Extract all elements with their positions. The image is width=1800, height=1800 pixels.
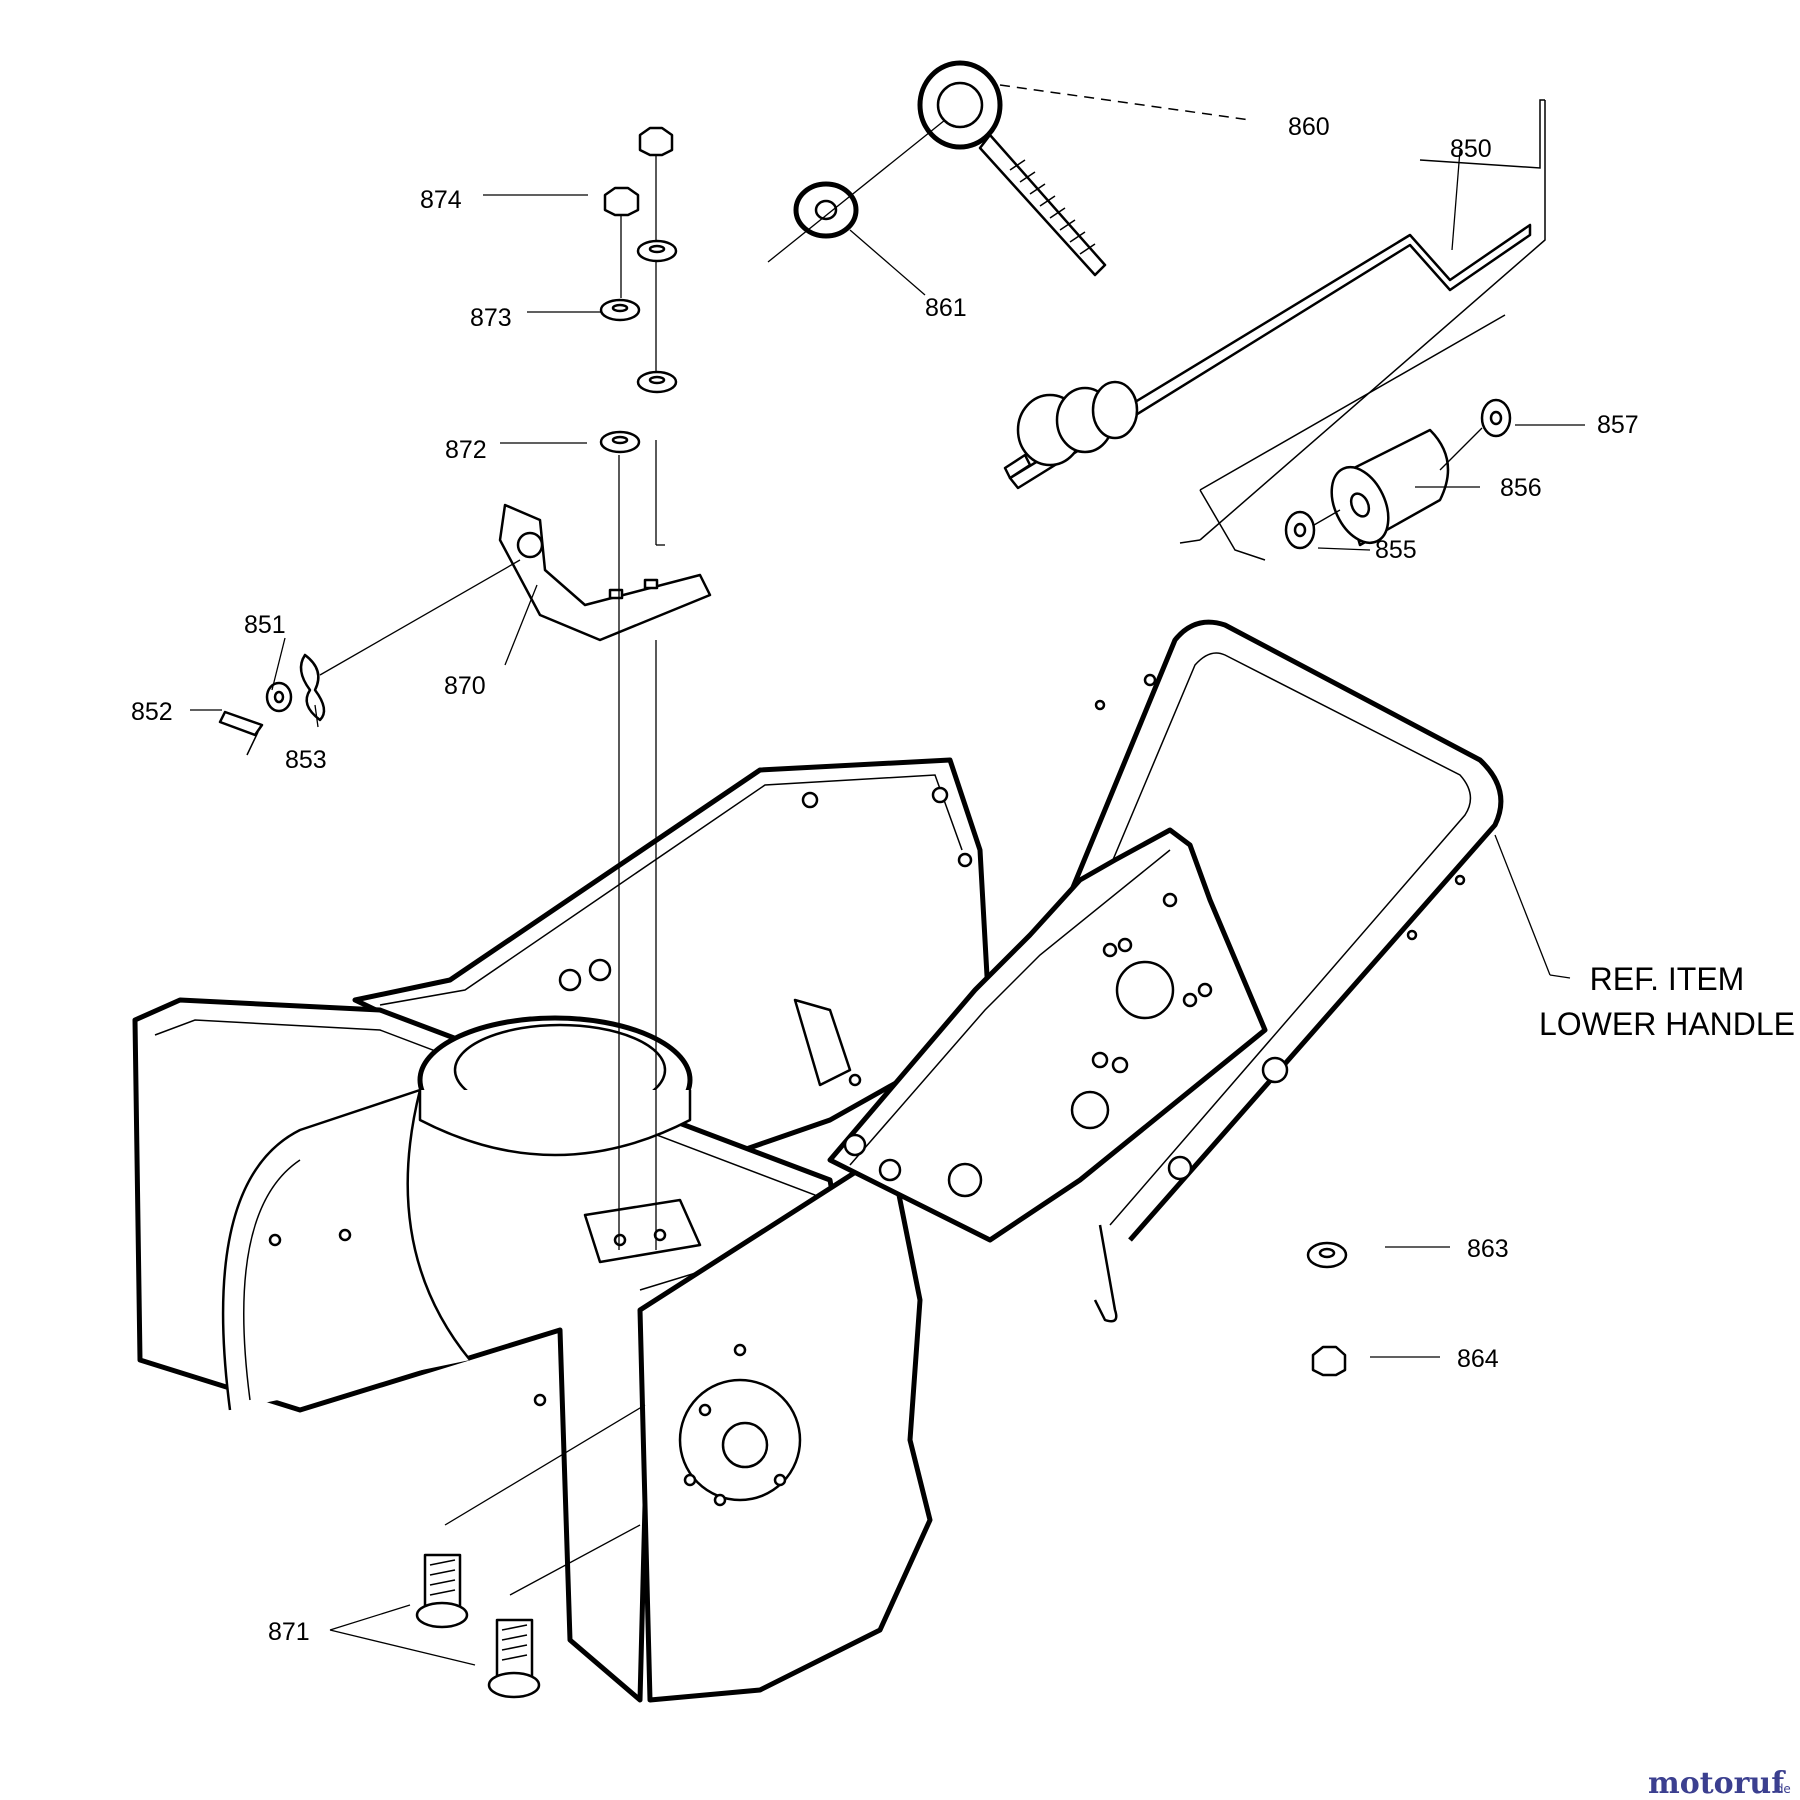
label-852: 852	[131, 698, 173, 726]
watermark-text: motoruf	[1648, 1766, 1786, 1800]
label-870: 870	[444, 672, 486, 700]
label-853: 853	[285, 746, 327, 774]
label-874: 874	[420, 186, 462, 214]
bolts-871	[415, 1404, 646, 1699]
reference-note: REF. ITEM LOWER HANDLE	[1539, 961, 1795, 1042]
ref-item-line2: LOWER HANDLE	[1539, 1006, 1795, 1042]
label-861: 861	[925, 294, 967, 322]
label-851: 851	[244, 611, 286, 639]
washer-nut-863-864	[1306, 1241, 1348, 1377]
hardware-stack	[599, 126, 678, 1250]
label-856: 856	[1500, 474, 1542, 502]
label-863: 863	[1467, 1235, 1509, 1263]
grommet-861	[767, 119, 946, 296]
watermark-suffix: .de	[1772, 1782, 1791, 1796]
label-850: 850	[1450, 135, 1492, 163]
auger-housing	[132, 757, 993, 1703]
label-872: 872	[445, 436, 487, 464]
part-labels: 860 850 874 861 873 857 872 856 855 851 …	[131, 113, 1639, 1646]
roller-assembly	[1199, 314, 1512, 561]
shift-rod-850	[1003, 99, 1546, 544]
leader-lines	[190, 194, 1585, 1666]
label-855: 855	[1375, 536, 1417, 564]
handle-bracket	[793, 827, 1268, 1243]
label-860: 860	[1288, 113, 1330, 141]
label-857: 857	[1597, 411, 1639, 439]
chute-bracket-870	[498, 503, 712, 642]
watermark: motoruf .de	[1648, 1766, 1791, 1800]
label-864: 864	[1457, 1345, 1499, 1373]
eye-bolt-860	[917, 60, 1251, 277]
ref-item-line1: REF. ITEM	[1590, 961, 1745, 997]
clip-hardware	[218, 559, 521, 756]
label-873: 873	[470, 304, 512, 332]
label-871: 871	[268, 1618, 310, 1646]
